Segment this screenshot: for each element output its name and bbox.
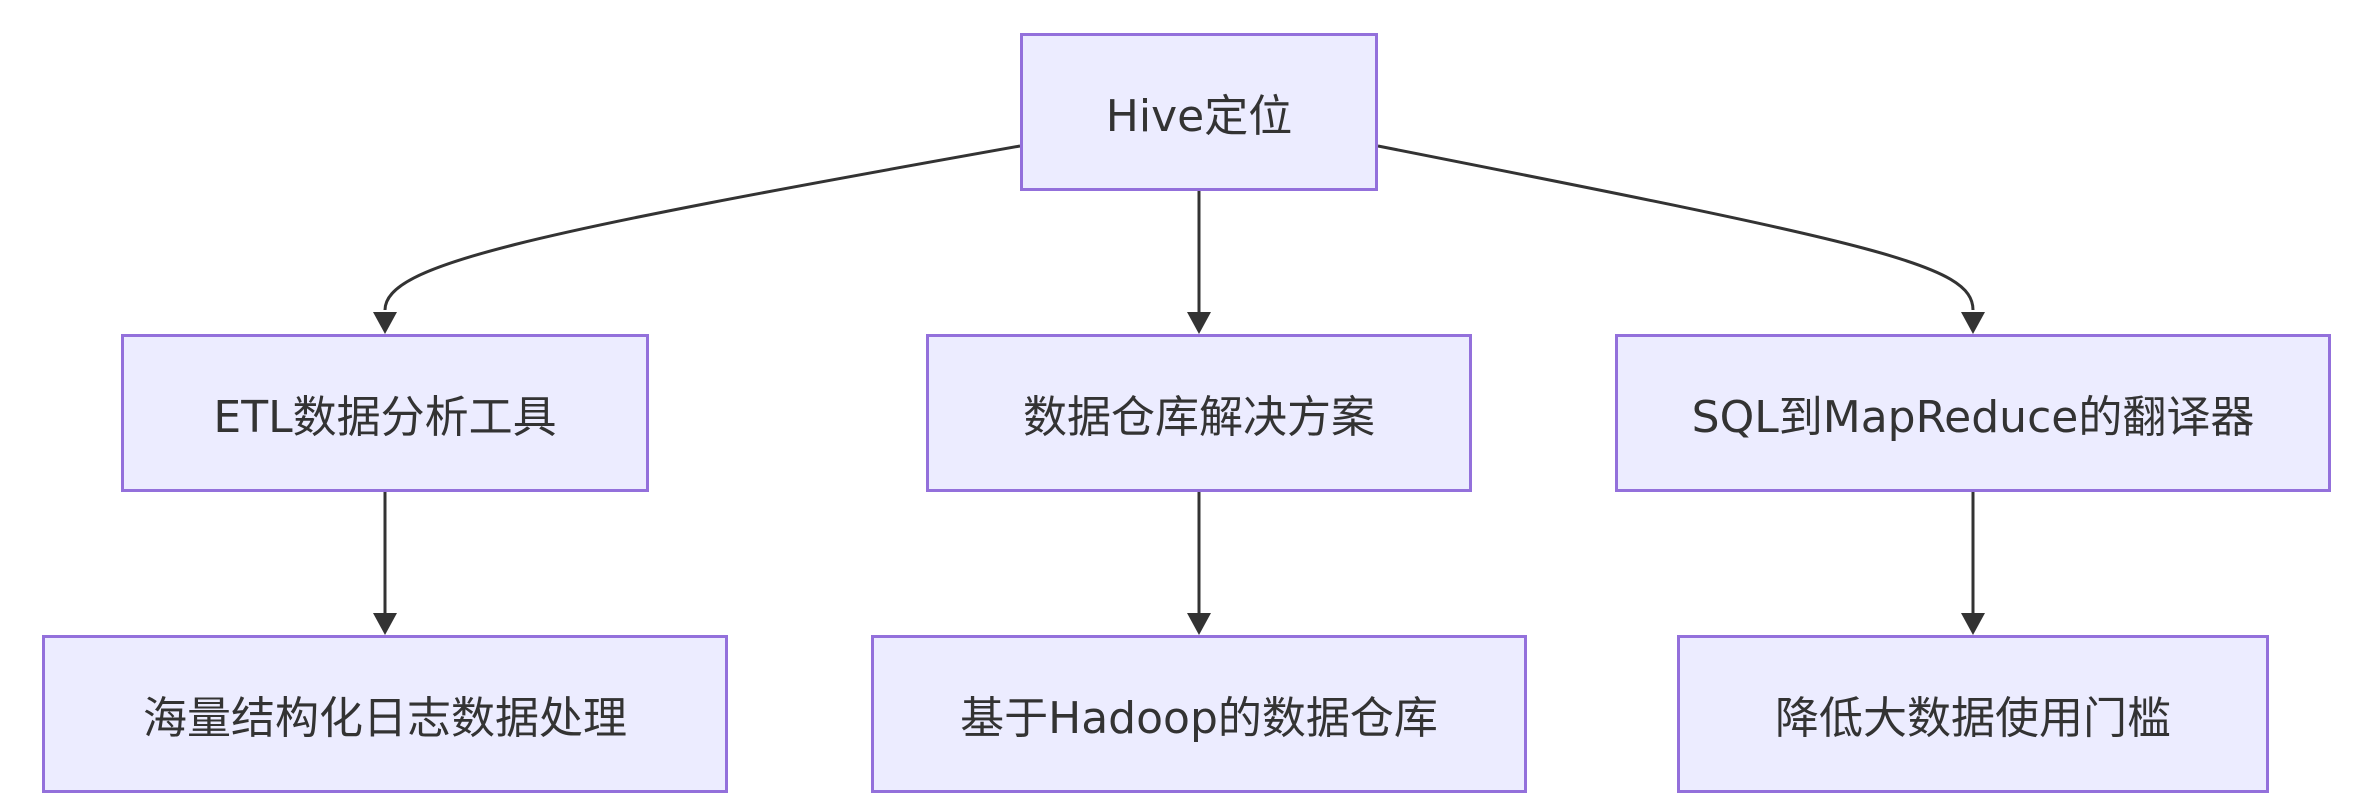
node-label: 基于Hadoop的数据仓库 xyxy=(960,693,1438,744)
node-etl-tool: ETL数据分析工具 xyxy=(121,334,649,492)
edge-root-to-sql xyxy=(1377,144,1975,311)
node-label: SQL到MapReduce的翻译器 xyxy=(1691,392,2255,443)
arrowhead-barrier xyxy=(1961,613,1985,635)
node-label: ETL数据分析工具 xyxy=(213,392,557,443)
node-label: Hive定位 xyxy=(1105,91,1293,142)
node-lower-barrier: 降低大数据使用门槛 xyxy=(1677,635,2269,793)
node-sql-translator: SQL到MapReduce的翻译器 xyxy=(1615,334,2331,492)
node-label: 海量结构化日志数据处理 xyxy=(143,693,627,744)
node-hadoop-warehouse: 基于Hadoop的数据仓库 xyxy=(871,635,1527,793)
edge-root-to-etl xyxy=(383,144,1021,311)
node-label: 降低大数据使用门槛 xyxy=(1775,693,2171,744)
node-log-processing: 海量结构化日志数据处理 xyxy=(42,635,728,793)
node-data-warehouse-solution: 数据仓库解决方案 xyxy=(926,334,1472,492)
arrowhead-hadoop xyxy=(1187,613,1211,635)
arrowhead-sql xyxy=(1961,312,1985,334)
node-root: Hive定位 xyxy=(1020,33,1378,191)
arrowhead-log xyxy=(373,613,397,635)
node-label: 数据仓库解决方案 xyxy=(1023,392,1375,443)
arrowhead-etl xyxy=(373,312,397,334)
arrowhead-dw xyxy=(1187,312,1211,334)
